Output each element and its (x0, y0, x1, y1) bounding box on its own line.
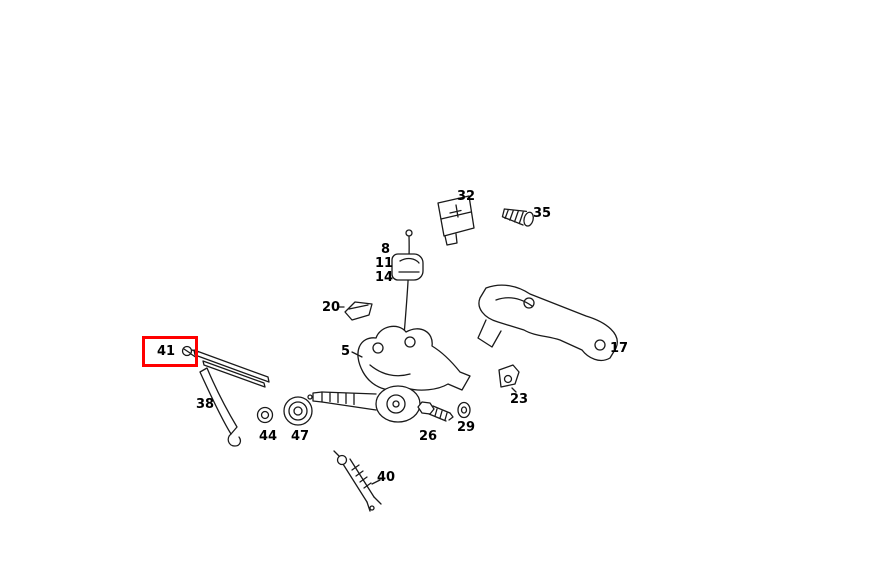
part-26-screw (417, 401, 454, 422)
part-label-26: 26 (419, 429, 438, 444)
part-label-5: 5 (341, 344, 351, 359)
part-35-screw (501, 208, 534, 227)
part-47-pulley (283, 396, 313, 426)
part-label-8: 8 (381, 242, 391, 257)
part-label-11: 11 (375, 256, 394, 271)
part-label-23: 23 (510, 392, 529, 407)
part-23-bracket (498, 364, 520, 393)
part-40-hose (333, 450, 382, 512)
part-17-bracket (477, 284, 618, 362)
part-29-washer (457, 401, 471, 419)
part-label-35: 35 (533, 206, 552, 221)
part-label-14: 14 (375, 270, 394, 285)
part-8-11-14-buffer (391, 253, 424, 281)
part-label-17: 17 (610, 341, 629, 356)
part-label-47: 47 (291, 429, 310, 444)
part-44-grommet (256, 406, 274, 424)
highlight-box (142, 336, 198, 367)
part-label-20: 20 (322, 300, 341, 315)
part-5-assembly (307, 325, 471, 423)
part-label-32: 32 (457, 189, 476, 204)
part-label-40: 40 (377, 470, 396, 485)
part-label-41: 41 (157, 344, 176, 359)
part-38-arm (193, 349, 270, 447)
part-41-fastener (181, 345, 199, 359)
part-label-44: 44 (259, 429, 278, 444)
part-20-clip (337, 301, 373, 321)
part-32-bracket (437, 195, 475, 246)
part-label-29: 29 (457, 420, 476, 435)
part-label-38: 38 (196, 397, 215, 412)
